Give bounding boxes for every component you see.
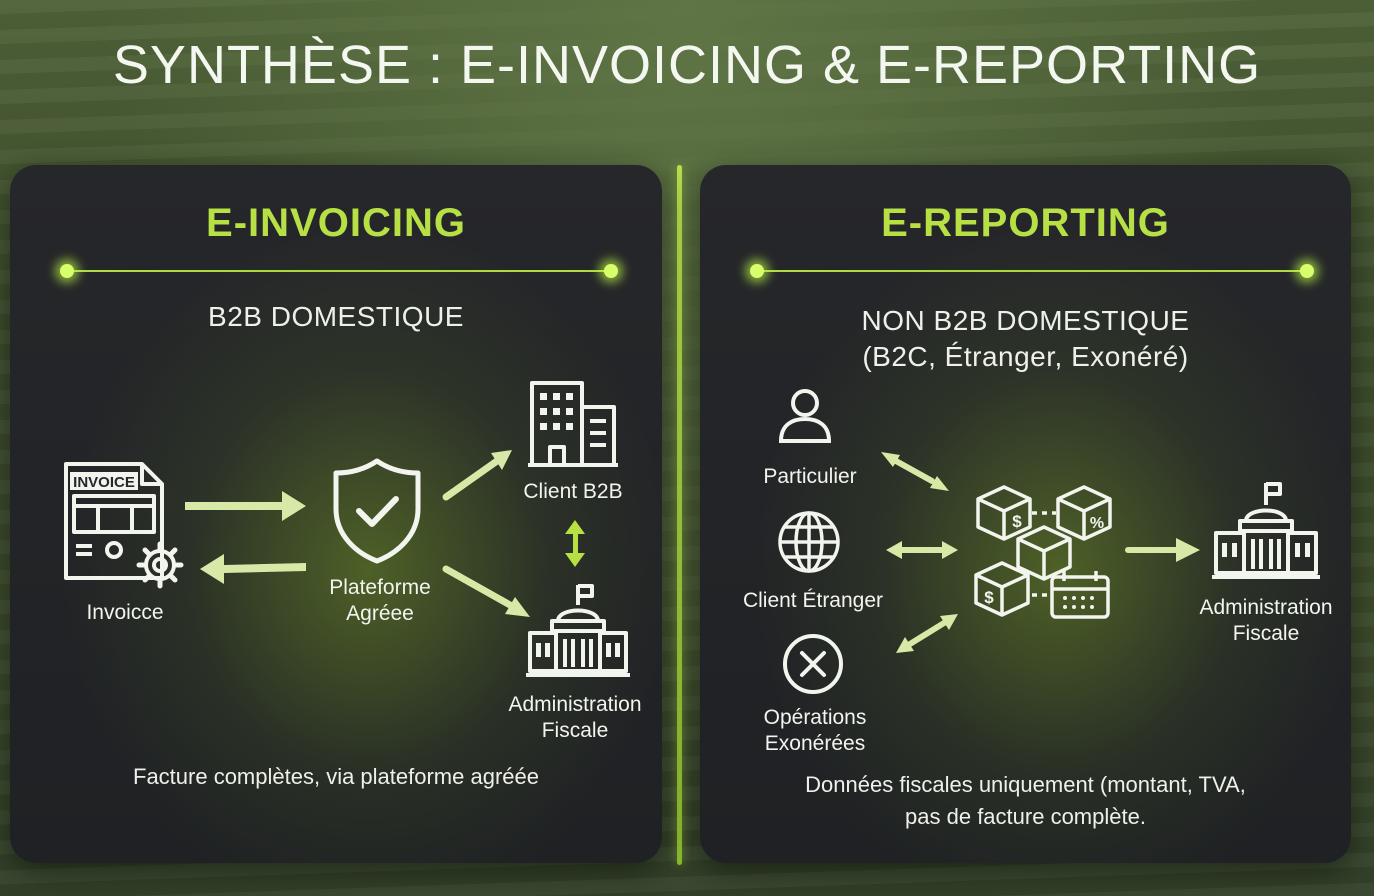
admin-label-right-line2: Fiscale: [1232, 622, 1300, 645]
ereporting-footer-line1: Données fiscales uniquement (montant, TV…: [805, 772, 1246, 797]
invoice-badge-text: INVOICE: [73, 474, 135, 491]
invoice-document-icon: INVOICE: [64, 462, 184, 589]
government-building-icon: [526, 584, 630, 677]
einvoicing-footer: Facture complètes, via plateforme agréée: [133, 764, 539, 789]
invoice-label: Invoicce: [86, 601, 164, 624]
operations-exonerees-label: Opérations Exonérées: [740, 705, 890, 757]
admin-fiscale-label-left: Administration Fiscale: [495, 692, 655, 744]
office-building-icon: [528, 381, 618, 467]
ereporting-panel: E-REPORTING NON B2B DOMESTIQUE (B2C, Étr…: [700, 165, 1351, 863]
admin-fiscale-label-right: Administration Fiscale: [1186, 595, 1346, 647]
client-b2b-label: Client B2B: [523, 480, 623, 503]
ereporting-footer: Données fiscales uniquement (montant, TV…: [700, 769, 1351, 833]
ereporting-footer-line2: pas de facture complète.: [905, 804, 1146, 829]
ereporting-flow-arrows: [881, 452, 1200, 653]
ereporting-heading: E-REPORTING: [881, 201, 1170, 245]
glow-dot-left: [60, 264, 74, 278]
arrow-invoice-to-platform: [185, 491, 306, 521]
arrow-platform-to-client: [442, 457, 501, 501]
center-divider: [677, 165, 682, 865]
shield-check-icon: [333, 458, 421, 564]
ereporting-subtitle-line1: NON B2B DOMESTIQUE: [861, 305, 1190, 336]
person-icon: [778, 389, 832, 443]
client-etranger-label: Client Étranger: [742, 589, 884, 612]
arrow-platform-to-invoice: [200, 554, 306, 584]
einvoicing-panel: E-INVOICING B2B DOMESTIQUE: [10, 165, 662, 863]
government-building-icon-right: [1212, 482, 1320, 579]
einvoicing-flow-arrows: [185, 450, 585, 617]
admin-label-left-line2: Fiscale: [541, 719, 609, 742]
platform-label-line2: Agréee: [346, 602, 414, 625]
platform-label-line1: Plateforme: [329, 576, 431, 599]
particulier-label: Particulier: [763, 465, 857, 488]
exonere-label-line2: Exonérées: [764, 732, 866, 755]
admin-label-right-line1: Administration: [1199, 596, 1333, 619]
glow-dot-left-r: [750, 264, 764, 278]
glow-dot-right-r: [1300, 264, 1314, 278]
arrow-platform-to-admin: [442, 565, 514, 609]
platform-label: Plateforme Agréee: [300, 575, 460, 627]
svg-text:$: $: [1012, 512, 1022, 531]
data-cubes-hub-icon: $ % $: [974, 485, 1112, 619]
globe-icon: [778, 511, 840, 573]
einvoicing-glow-line: [68, 270, 612, 272]
svg-text:%: %: [1090, 515, 1104, 532]
einvoicing-subtitle: B2B DOMESTIQUE: [208, 301, 464, 332]
admin-label-left-line1: Administration: [508, 693, 642, 716]
arrow-exonere-link: [907, 620, 947, 647]
einvoicing-heading: E-INVOICING: [206, 201, 466, 245]
arrow-particulier-link: [893, 458, 935, 484]
glow-dot-right: [604, 264, 618, 278]
page-title: SYNTHÈSE : E-INVOICING & E-REPORTING: [112, 35, 1262, 95]
ereporting-subtitle-line2: (B2C, Étranger, Exonéré): [862, 341, 1189, 372]
exonere-label-line1: Opérations: [763, 706, 867, 729]
ereporting-subtitle: NON B2B DOMESTIQUE (B2C, Étranger, Exoné…: [700, 303, 1351, 375]
ereporting-glow-line: [758, 270, 1308, 272]
exempt-x-circle-icon: [783, 634, 843, 694]
svg-text:$: $: [984, 588, 994, 607]
